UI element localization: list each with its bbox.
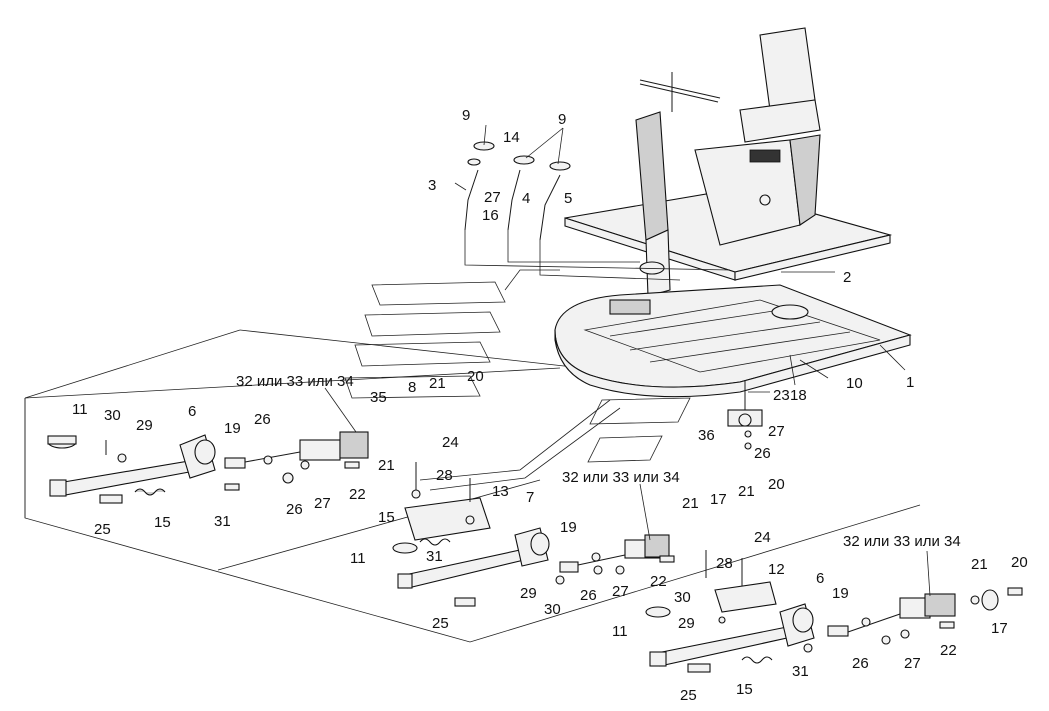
callout-24b: 24: [754, 529, 771, 546]
callout-23: 23: [773, 387, 790, 404]
callout-19a: 19: [224, 420, 241, 437]
callout-11a: 11: [72, 401, 88, 418]
cable-guides: [344, 269, 691, 491]
callout-8: 8: [408, 379, 416, 396]
callout-22a: 22: [349, 486, 366, 503]
pedal-assembly-middle: [392, 462, 675, 607]
callout-29c: 29: [678, 615, 695, 632]
callout-20c: 20: [1011, 554, 1028, 571]
valve-block: [727, 380, 763, 450]
callout-30c: 30: [674, 589, 691, 606]
callout-6a: 6: [188, 403, 196, 420]
callout-4: 4: [522, 190, 530, 207]
callout-6b: 6: [816, 570, 824, 587]
callout-35: 35: [370, 389, 387, 406]
callout-27c: 27: [612, 583, 629, 600]
callout-27a: 27: [484, 189, 501, 206]
callout-15b: 15: [378, 509, 395, 526]
pedal-assembly-right: [645, 550, 1023, 673]
callout-25c: 25: [680, 687, 697, 704]
callout-24a: 24: [442, 434, 459, 451]
callout-11b: 11: [350, 550, 366, 567]
callout-20a: 20: [467, 368, 484, 385]
callout-29a: 29: [136, 417, 153, 434]
callout-30a: 30: [104, 407, 121, 424]
callout-21c: 21: [682, 495, 699, 512]
callout-14: 14: [503, 129, 520, 146]
cab-platform: [564, 27, 893, 297]
callout-25a: 25: [94, 521, 111, 538]
callout-27b: 27: [314, 495, 331, 512]
callout-22b: 22: [650, 573, 667, 590]
callout-12: 12: [768, 561, 785, 578]
callout-labels: 1 2 3 4 5 6 6 7 8 9 9 10 11 11 11 12 13 …: [72, 107, 1028, 704]
callout-32b: 32 или 33 или 34: [562, 469, 680, 486]
callout-25b: 25: [432, 615, 449, 632]
callout-19c: 19: [832, 585, 849, 602]
callout-28b: 28: [716, 555, 733, 572]
callout-31a: 31: [214, 513, 231, 530]
callout-15c: 15: [736, 681, 753, 698]
callout-30b: 30: [544, 601, 561, 618]
callout-11c: 11: [612, 623, 628, 640]
callout-29b: 29: [520, 585, 537, 602]
callout-26b: 26: [286, 501, 303, 518]
callout-22c: 22: [940, 642, 957, 659]
callout-36: 36: [698, 427, 715, 444]
callout-28a: 28: [436, 467, 453, 484]
callout-9a: 9: [462, 107, 470, 124]
callout-27e: 27: [768, 423, 785, 440]
callout-9b: 9: [558, 111, 566, 128]
callout-16: 16: [482, 207, 499, 224]
callout-20b: 20: [768, 476, 785, 493]
callout-31c: 31: [792, 663, 809, 680]
callout-2: 2: [843, 269, 851, 286]
callout-21b: 21: [378, 457, 395, 474]
callout-32a: 32 или 33 или 34: [236, 373, 354, 390]
callout-17a: 17: [710, 491, 727, 508]
pedal-assembly-left: [47, 431, 369, 504]
callout-31b: 31: [426, 548, 443, 565]
base-frame-outline: [24, 329, 921, 643]
callout-21e: 21: [971, 556, 988, 573]
callout-3: 3: [428, 177, 436, 194]
callout-26c: 26: [580, 587, 597, 604]
callout-26d: 26: [852, 655, 869, 672]
floor-frame: [554, 284, 912, 398]
control-levers: [464, 141, 731, 281]
callout-19b: 19: [560, 519, 577, 536]
callout-27d: 27: [904, 655, 921, 672]
callout-15a: 15: [154, 514, 171, 531]
callout-21a: 21: [429, 375, 446, 392]
callout-7: 7: [526, 489, 534, 506]
callout-32c: 32 или 33 или 34: [843, 533, 961, 550]
callout-21d: 21: [738, 483, 755, 500]
callout-1: 1: [906, 374, 914, 391]
callout-17b: 17: [991, 620, 1008, 637]
callout-5: 5: [564, 190, 572, 207]
callout-13: 13: [492, 483, 509, 500]
leader-lines: [324, 124, 931, 597]
callout-26a: 26: [254, 411, 271, 428]
callout-26e: 26: [754, 445, 771, 462]
callout-18: 18: [790, 387, 807, 404]
callout-10: 10: [846, 375, 863, 392]
